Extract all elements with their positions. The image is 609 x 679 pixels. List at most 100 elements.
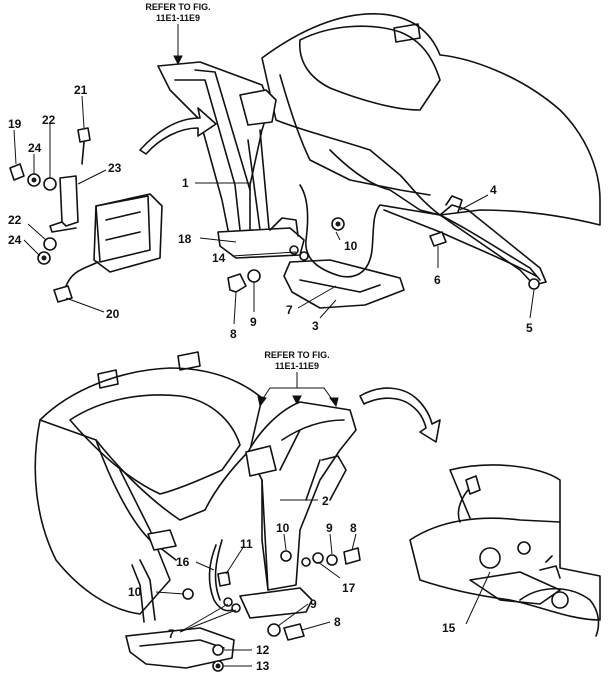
leader-10-bottom-left: [155, 591, 185, 595]
bolt-8-right: [343, 547, 361, 565]
inset-clip: [539, 555, 561, 579]
frame-bracket-1-inner-2: [194, 69, 251, 191]
top-reference-line-1: REFER TO FIG.: [145, 2, 210, 12]
leader-24-bottom: [23, 239, 41, 257]
end-plug-5: [528, 278, 540, 290]
inset-wheel-arc: [519, 588, 600, 637]
fastener-7-a: [223, 597, 233, 607]
callout-10: 10: [128, 585, 142, 599]
callout-14: 14: [212, 251, 226, 265]
bolt-11: [217, 571, 231, 587]
right-bracket-arm-4: [439, 204, 547, 286]
horn-body-ridge: [105, 211, 141, 241]
callout-1: 1: [182, 176, 189, 190]
leader-5: [529, 289, 535, 319]
lower-fairing-outline: [39, 367, 263, 521]
clamp-4: [445, 195, 463, 213]
callout-17: 17: [342, 581, 356, 595]
left-clamp: [147, 529, 177, 551]
callout-8: 8: [230, 327, 237, 341]
callout-24: 24: [8, 233, 22, 247]
washer-9-lower: [267, 623, 281, 637]
fastener-7-b: [231, 603, 241, 613]
callout-9: 9: [326, 521, 333, 535]
top-reference-line-2: 11E1-11E9: [156, 13, 200, 23]
callout-labels: 19 21 22 24 23 22 24 20 1 18 14 10 4 6 8…: [8, 83, 533, 673]
strut-rod-a: [247, 139, 263, 246]
callout-10: 10: [276, 521, 290, 535]
callout-9: 9: [310, 597, 317, 611]
bracket-23-flange: [49, 221, 77, 233]
frame-bracket-1: [157, 61, 271, 241]
callout-24: 24: [28, 141, 42, 155]
inset-mount-boss: [479, 547, 501, 569]
lower-mirror-right: [177, 351, 201, 371]
connector-20: [53, 285, 73, 303]
leader-20: [65, 297, 105, 313]
frame-bracket-2: [247, 401, 357, 591]
leader-8-top: [233, 291, 237, 325]
lower-fairing-inner-edge: [95, 439, 177, 561]
inset-fastener: [517, 541, 531, 555]
callout-4: 4: [490, 183, 497, 197]
bottom-reference-line-2: 11E1-11E9: [275, 361, 319, 371]
callout-8: 8: [350, 521, 357, 535]
upper-fairing-outline: [261, 13, 601, 226]
strut-rod-lower: [261, 479, 269, 591]
lower-fairing-left-body: [34, 419, 171, 615]
curved-arrow-bottom: [359, 387, 441, 443]
callout-10: 10: [344, 239, 358, 253]
callout-12: 12: [256, 643, 270, 657]
leader-22-bottom: [27, 223, 47, 241]
callout-7: 7: [286, 303, 293, 317]
washer-22-top: [43, 177, 57, 191]
washer-9-right: [326, 554, 338, 566]
top-reference-arrowhead: [173, 55, 183, 66]
wire-harness-top: [299, 184, 541, 281]
fairing-lower-edge: [329, 149, 441, 216]
leader-17: [317, 561, 341, 579]
washer-22-bottom: [43, 237, 57, 251]
mirror-top-left: [393, 23, 421, 43]
callout-22: 22: [42, 113, 56, 127]
inset-body-outline: [409, 517, 601, 621]
leader-7-top: [297, 285, 337, 309]
leader-16: [195, 561, 215, 571]
cap-19: [9, 163, 25, 181]
callout-16: 16: [176, 555, 190, 569]
curved-arrow-top: [139, 107, 217, 155]
inset-wire-plug: [465, 475, 481, 495]
callout-6: 6: [434, 273, 441, 287]
leader-18: [199, 237, 237, 243]
headlight-mount-2: [245, 445, 277, 477]
horn-body-23: [93, 193, 163, 273]
lower-bracket-tab: [269, 217, 299, 237]
bottom-assembly: REFER TO FIG. 11E1-11E9: [34, 350, 601, 672]
nut-24-bottom-hole: [41, 255, 47, 261]
callout-19: 19: [8, 117, 22, 131]
leader-7-bottom-b: [179, 609, 237, 633]
bolt-8-lower: [283, 623, 305, 641]
nut-10-bottom-right: [280, 550, 292, 562]
leader-9-right: [329, 533, 333, 555]
inset-hub: [551, 591, 569, 609]
fastener-14-b: [299, 251, 309, 261]
leader-10-top: [335, 231, 341, 241]
callout-5: 5: [526, 321, 533, 335]
leader-15: [465, 571, 491, 625]
fastener-17-a: [301, 557, 311, 567]
leader-11: [225, 545, 245, 575]
inset-bracket-15: [469, 571, 561, 605]
bolt-8-top: [227, 273, 247, 293]
nut-24-top-hole: [31, 177, 37, 183]
under-tray-3: [283, 259, 405, 309]
nut-10-bottom-left: [182, 588, 194, 600]
nut-10-top-hole: [335, 221, 341, 227]
callout-21: 21: [74, 83, 88, 97]
callout-11: 11: [240, 537, 253, 551]
bracket-23: [59, 175, 79, 227]
cable-16: [208, 544, 233, 612]
frame-bracket-2-arm: [321, 455, 347, 501]
callout-22: 22: [8, 213, 22, 227]
